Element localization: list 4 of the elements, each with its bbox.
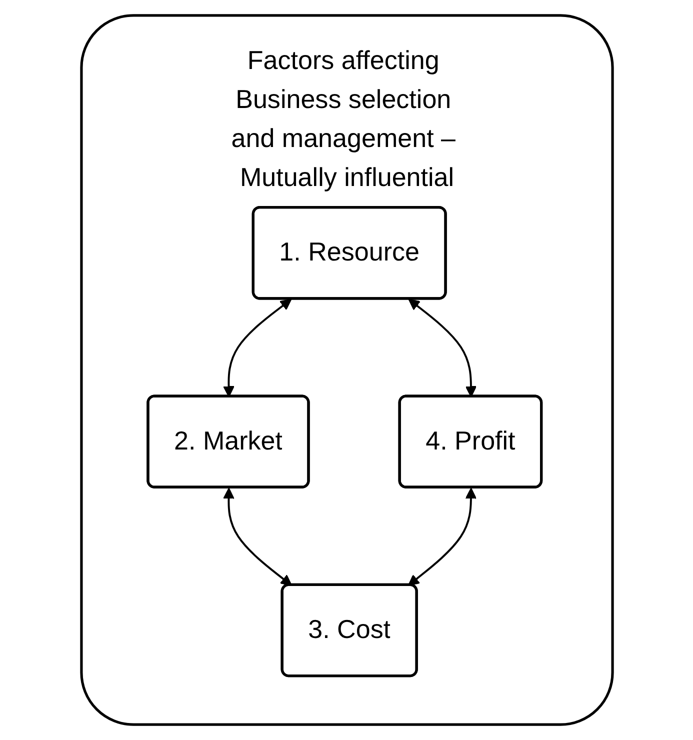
arrow — [222, 298, 292, 398]
arrow — [408, 298, 476, 398]
arrow — [407, 488, 476, 586]
arrow — [222, 488, 292, 586]
